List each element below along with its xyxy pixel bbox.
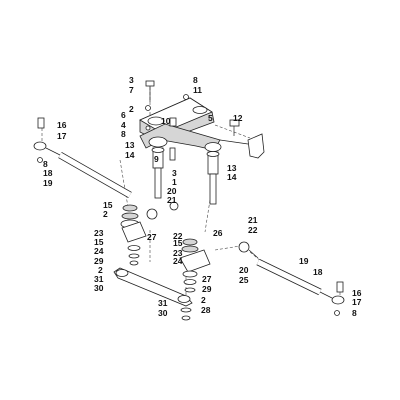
callout: 26 — [213, 228, 223, 238]
callout: 3 — [129, 75, 134, 85]
callout: 30 — [94, 283, 104, 293]
callout: 19 — [299, 256, 309, 266]
callout: 15 — [103, 200, 113, 210]
callout: 14 — [125, 150, 135, 160]
callout: 5 — [208, 113, 213, 123]
callout: 2 — [129, 104, 134, 114]
callout: 29 — [94, 256, 104, 266]
callout: 3 — [172, 168, 177, 178]
callout: 8 — [43, 159, 48, 169]
right-pitman-stack — [179, 238, 259, 321]
callout: 21 — [248, 215, 258, 225]
right-spindle — [206, 151, 220, 205]
callout-labels: 3 8 7 11 2 6 10 5 12 4 8 13 14 9 16 17 8… — [43, 75, 362, 318]
callout: 30 — [158, 308, 168, 318]
callout: 18 — [313, 267, 323, 277]
callout: 20 — [239, 265, 249, 275]
callout: 11 — [193, 85, 202, 95]
callout: 17 — [352, 297, 362, 307]
left-spindle — [151, 147, 165, 199]
left-pitman-stack — [120, 201, 179, 266]
callout: 22 — [248, 225, 258, 235]
callout: 18 — [43, 168, 53, 178]
callout: 22 — [173, 231, 183, 241]
callout: 29 — [202, 284, 212, 294]
callout: 31 — [158, 298, 168, 308]
right-connector — [219, 133, 265, 159]
callout: 8 — [121, 129, 126, 139]
right-tie-rod — [256, 258, 345, 316]
callout: 23 — [94, 228, 104, 238]
callout: 19 — [43, 178, 53, 188]
callout: 28 — [201, 305, 211, 315]
lower-bracket — [139, 123, 222, 152]
callout: 27 — [147, 232, 157, 242]
callout: 15 — [94, 237, 104, 247]
callout: 21 — [167, 195, 177, 205]
callout: 8 — [193, 75, 198, 85]
callout: 23 — [173, 248, 183, 258]
callout: 14 — [227, 172, 237, 182]
callout: 6 — [121, 110, 126, 120]
left-tie-rod — [33, 117, 132, 199]
callout: 15 — [173, 238, 183, 248]
callout: 9 — [154, 154, 159, 164]
callout: 16 — [57, 120, 67, 130]
callout: 2 — [103, 209, 108, 219]
callout: 13 — [125, 140, 135, 150]
callout: 4 — [121, 120, 126, 130]
callout: 31 — [94, 274, 104, 284]
callout: 8 — [352, 308, 357, 318]
callout: 24 — [173, 256, 183, 266]
callout: 2 — [201, 295, 206, 305]
top-bolts — [145, 80, 240, 161]
callout: 2 — [98, 265, 103, 275]
callout: 20 — [167, 186, 177, 196]
callout: 24 — [94, 246, 104, 256]
callout: 17 — [57, 131, 67, 141]
callout: 13 — [227, 163, 237, 173]
callout: 16 — [352, 288, 362, 298]
callout: 27 — [202, 274, 212, 284]
callout: 12 — [233, 113, 243, 123]
callout: 25 — [239, 275, 249, 285]
callout: 10 — [161, 116, 171, 126]
drag-link — [113, 267, 193, 307]
callout: 1 — [172, 177, 177, 187]
callout: 7 — [129, 85, 134, 95]
